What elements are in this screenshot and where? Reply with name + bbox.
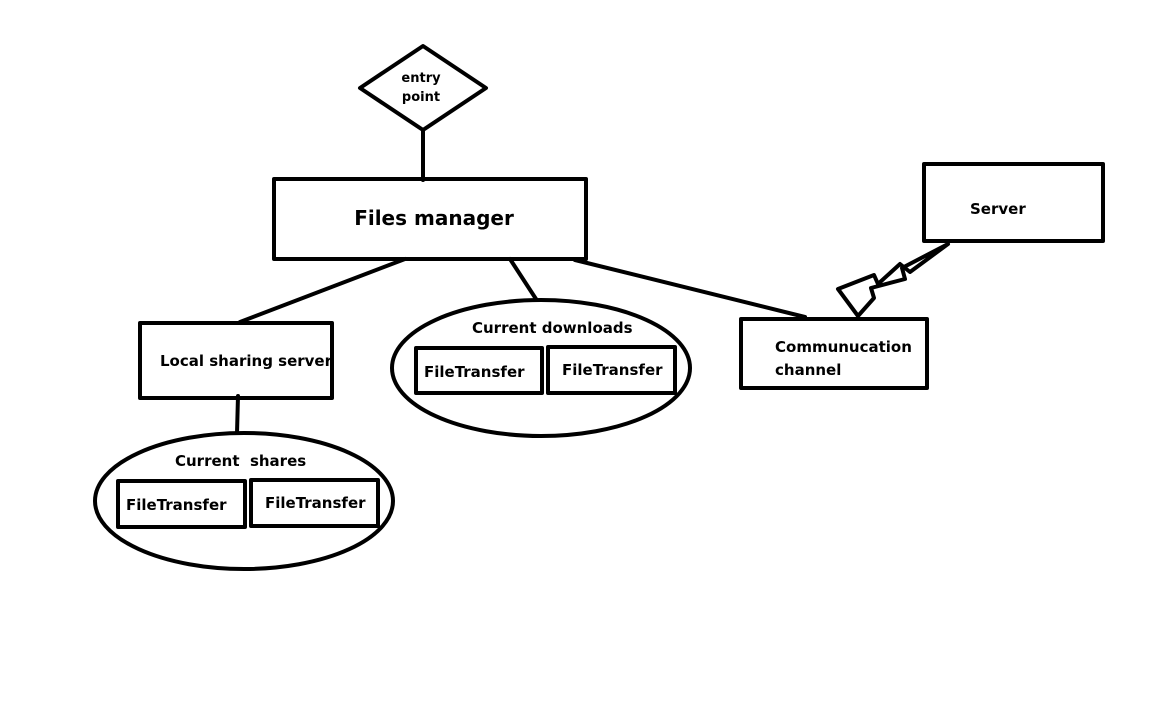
local-sharing-server-node: Local sharing server [138, 321, 334, 400]
current-shares-filetransfer-box-2 [249, 478, 380, 528]
entry-point-label-line1: entry [401, 71, 441, 86]
current-shares-filetransfer-box-1 [116, 479, 247, 529]
local-sharing-server-label: Local sharing server [160, 352, 333, 370]
current-downloads-filetransfer-box-2 [546, 345, 677, 395]
entry-point-diamond [358, 44, 488, 132]
current-shares-group: Current shares FileTransfer FileTransfer [93, 431, 395, 571]
files-manager-label: Files manager [354, 206, 514, 230]
connector-local-sharing-server-to-current-shares [235, 394, 240, 435]
connector-files-manager-to-current-downloads [508, 257, 538, 301]
current-shares-title: Current shares [175, 452, 306, 470]
communication-channel-box [739, 317, 929, 390]
current-downloads-group: Current downloads FileTransfer FileTrans… [390, 298, 692, 438]
current-downloads-filetransfer-label-2: FileTransfer [562, 361, 663, 379]
communication-channel-label-line2: channel [775, 361, 841, 379]
entry-point-node: entry point [358, 44, 488, 132]
current-downloads-ellipse [390, 298, 692, 438]
entry-point-label-line2: point [402, 90, 440, 105]
current-downloads-filetransfer-box-1 [414, 346, 544, 395]
current-shares-ellipse [93, 431, 395, 571]
server-box [922, 162, 1105, 243]
files-manager-box [272, 177, 588, 261]
current-downloads-title: Current downloads [472, 319, 633, 337]
server-label: Server [970, 200, 1026, 218]
lightning-bolt-icon [836, 242, 950, 318]
server-node: Server [922, 162, 1105, 243]
connector-files-manager-to-communication-channel [573, 258, 807, 319]
local-sharing-server-box [138, 321, 334, 400]
current-shares-filetransfer-label-2: FileTransfer [265, 494, 366, 512]
communication-channel-node: Communucation channel [739, 317, 929, 390]
connector-files-manager-to-local-sharing-server [238, 257, 407, 324]
current-downloads-filetransfer-label-1: FileTransfer [424, 363, 525, 381]
communication-channel-label-line1: Communucation [775, 338, 912, 356]
files-manager-node: Files manager [272, 177, 588, 261]
current-shares-filetransfer-label-1: FileTransfer [126, 496, 227, 514]
